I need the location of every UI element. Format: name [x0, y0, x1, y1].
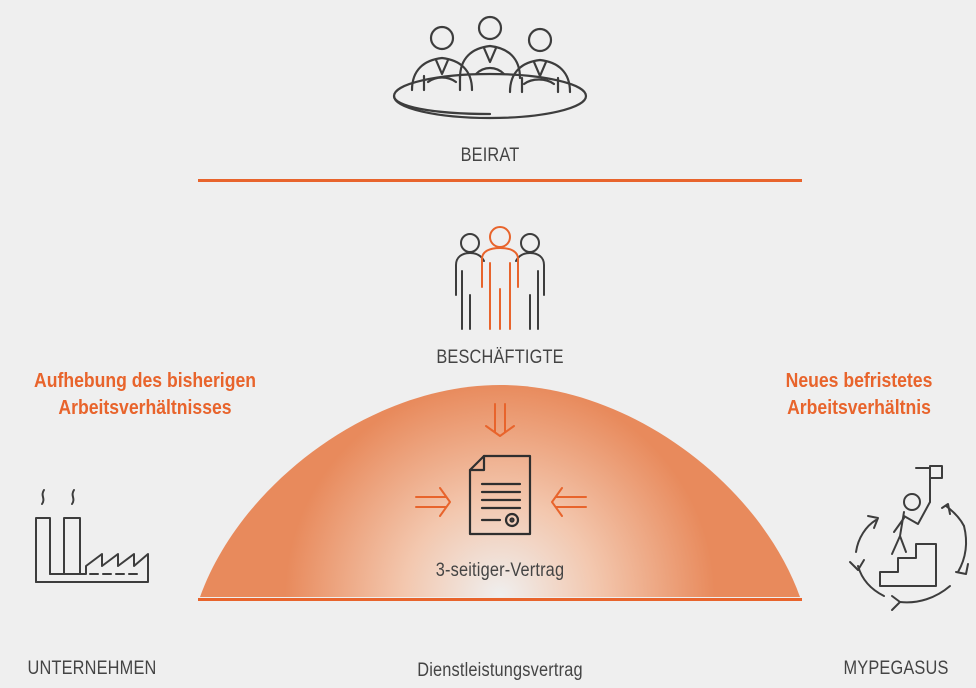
- right-note-line2: Arbeitsverhältnis: [787, 397, 931, 419]
- right-note: Neues befristetes Arbeitsverhältnis: [756, 368, 962, 422]
- board-meeting-icon: [390, 12, 590, 130]
- left-note-line1: Aufhebung des bisherigen: [34, 370, 256, 392]
- company-label: UNTERNEHMEN: [27, 658, 157, 679]
- factory-icon: [30, 488, 154, 584]
- board-label: BEIRAT: [460, 145, 520, 166]
- contract-label: 3-seitiger-Vertrag: [435, 560, 565, 581]
- arrow-down-icon: [482, 402, 518, 438]
- arrow-left-icon: [550, 484, 588, 520]
- board-divider-line: [198, 179, 802, 182]
- right-note-line1: Neues befristetes: [785, 370, 933, 392]
- employees-group-icon: [448, 225, 552, 331]
- arrow-right-icon: [414, 484, 452, 520]
- provider-label: MYPEGASUS: [843, 658, 949, 679]
- service-contract-line: [198, 598, 802, 601]
- employees-label: BESCHÄFTIGTE: [436, 347, 564, 368]
- career-climb-cycle-icon: [838, 462, 976, 612]
- contract-document-icon: [466, 454, 534, 536]
- service-contract-label: Dienstleistungsvertrag: [417, 660, 583, 681]
- left-note-line2: Arbeitsverhältnisses: [58, 397, 232, 419]
- left-note: Aufhebung des bisherigen Arbeitsverhältn…: [17, 368, 272, 422]
